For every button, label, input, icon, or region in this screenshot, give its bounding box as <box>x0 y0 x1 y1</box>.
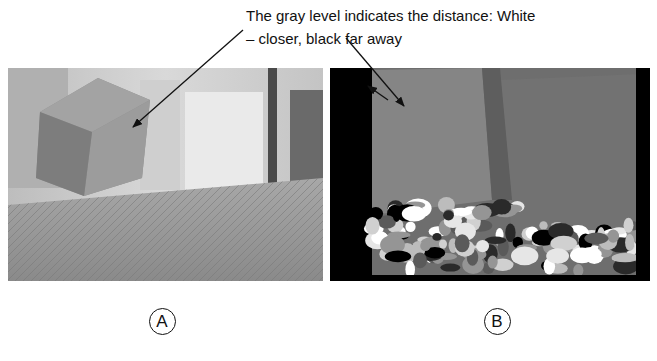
depth-noise <box>405 221 415 232</box>
depth-noise <box>432 233 441 241</box>
leader-line <box>368 86 388 100</box>
depth-noise <box>570 248 594 264</box>
depth-noise <box>402 206 426 221</box>
circled-letter: A <box>149 308 176 335</box>
depth-noise <box>584 232 608 244</box>
depth-noise <box>539 221 547 230</box>
depth-map-b <box>330 68 650 281</box>
depth-noise <box>439 239 447 248</box>
depth-noise <box>511 247 538 266</box>
depth-noise <box>476 240 489 252</box>
photo-a <box>8 68 323 281</box>
depth-noise <box>607 230 619 243</box>
callout-note: The gray level indicates the distance: W… <box>246 4 546 50</box>
circled-letter: B <box>484 308 511 335</box>
depth-border <box>330 275 650 281</box>
depth-noise <box>625 234 634 251</box>
depth-noise <box>420 241 430 251</box>
depth-noise <box>455 234 470 252</box>
depth-noise <box>365 217 379 235</box>
depth-noise <box>472 205 492 220</box>
depth-noise <box>440 264 460 272</box>
depth-noise <box>488 256 498 269</box>
depth-noise <box>573 264 583 277</box>
depth-border <box>636 68 650 281</box>
depth-noise <box>413 253 427 269</box>
depth-noise <box>624 218 634 233</box>
depth-noise <box>443 210 454 220</box>
depth-noise <box>612 253 639 262</box>
depth-noise <box>385 251 411 263</box>
leader-line <box>133 30 243 127</box>
panel-letter: B <box>491 313 502 330</box>
leader-line <box>346 38 404 106</box>
depth-noise <box>550 236 577 251</box>
panel-letter: A <box>156 313 167 330</box>
depth-noise <box>492 199 511 215</box>
depth-noise <box>546 248 569 264</box>
